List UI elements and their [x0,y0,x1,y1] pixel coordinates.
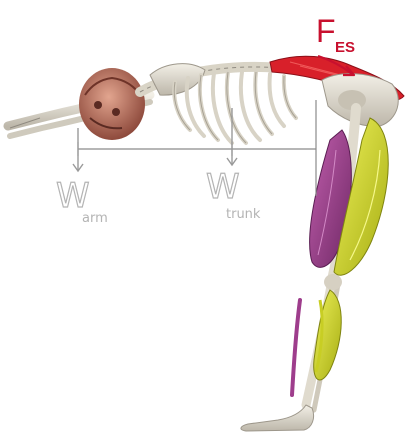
trunk-weight-label: W [206,167,240,207]
trunk-weight-subscript: trunk [226,207,261,222]
arm-weight-label: W [56,176,90,216]
force-subscript: ES [335,39,355,56]
arm-weight-subscript: arm [82,211,108,226]
scapula [150,64,205,95]
foot-bones [241,405,314,431]
force-label: F [316,13,336,49]
skull [79,68,145,140]
